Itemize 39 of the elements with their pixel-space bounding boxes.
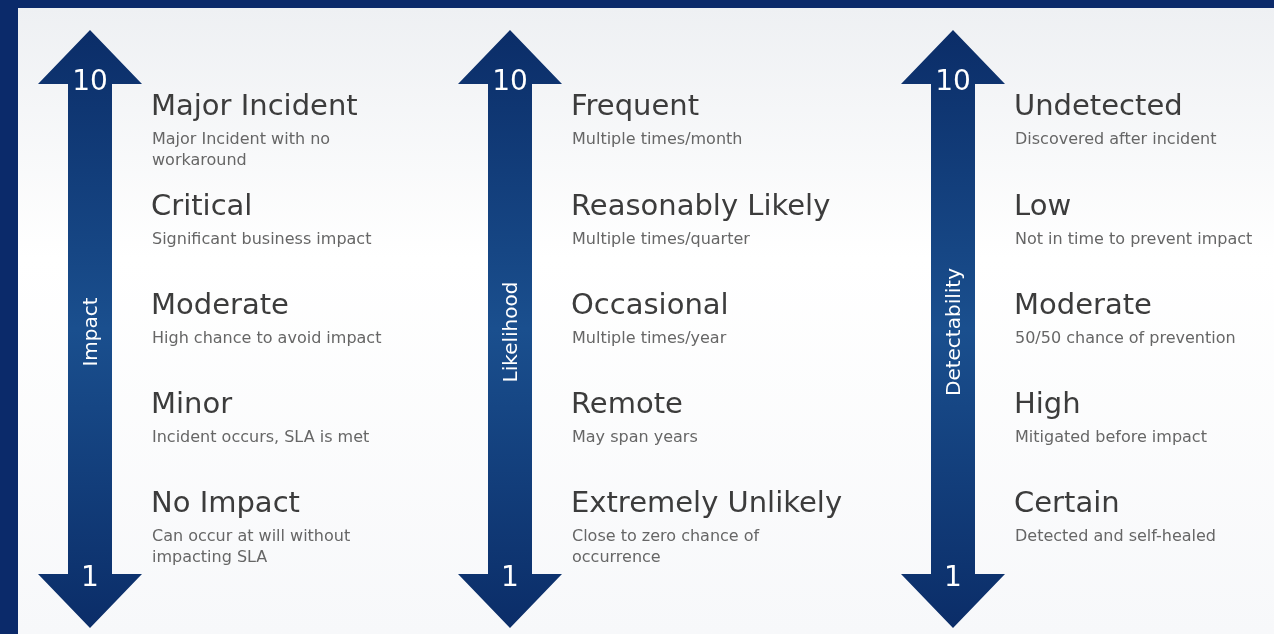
scale-max: 10 — [71, 64, 109, 97]
level-description: Multiple times/year — [572, 327, 728, 348]
level-heading: Certain — [1014, 485, 1120, 519]
level-heading: Minor — [151, 386, 233, 420]
level-heading: Reasonably Likely — [571, 188, 831, 222]
level-description: Mitigated before impact — [1015, 426, 1208, 447]
level-heading: High — [1014, 386, 1081, 420]
level-description: High chance to avoid impact — [152, 327, 383, 348]
level-description: Discovered after incident — [1015, 128, 1218, 149]
level-description: Major Incident with no workaround — [152, 128, 332, 170]
level-description: Can occur at will without impacting SLA — [152, 525, 352, 567]
level-heading: Major Incident — [151, 88, 358, 122]
level-description: Close to zero chance of occurrence — [572, 525, 761, 567]
level-description: Detected and self-healed — [1015, 525, 1217, 546]
level-description: Significant business impact — [152, 228, 373, 249]
level-description: Incident occurs, SLA is met — [152, 426, 371, 447]
level-description: May span years — [572, 426, 699, 447]
level-description: Multiple times/quarter — [572, 228, 751, 249]
axis-title: Impact — [78, 297, 102, 367]
scale-min: 1 — [80, 560, 100, 593]
scale-min: 1 — [943, 560, 963, 593]
level-description: Not in time to prevent impact — [1015, 228, 1254, 249]
level-heading: Low — [1014, 188, 1072, 222]
scale-max: 10 — [934, 64, 972, 97]
scale-min: 1 — [500, 560, 520, 593]
level-heading: Moderate — [1014, 287, 1152, 321]
level-heading: Frequent — [571, 88, 700, 122]
axis-title: Detectability — [941, 268, 965, 396]
scale-max: 10 — [491, 64, 529, 97]
level-heading: Remote — [571, 386, 683, 420]
level-heading: Occasional — [571, 287, 729, 321]
axis-title: Likelihood — [498, 281, 522, 383]
level-heading: No Impact — [151, 485, 300, 519]
level-heading: Undetected — [1014, 88, 1183, 122]
level-heading: Extremely Unlikely — [571, 485, 843, 519]
level-heading: Critical — [151, 188, 253, 222]
level-heading: Moderate — [151, 287, 289, 321]
level-description: Multiple times/month — [572, 128, 744, 149]
level-description: 50/50 chance of prevention — [1015, 327, 1237, 348]
